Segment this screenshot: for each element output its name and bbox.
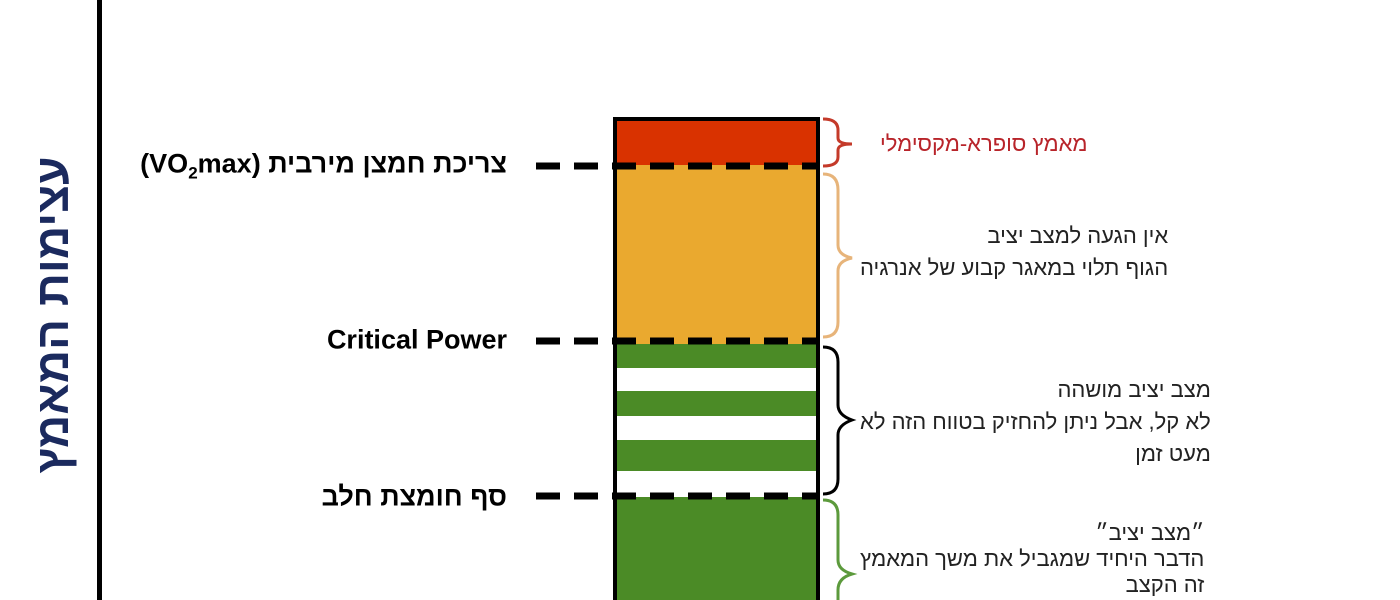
zone-delayed-steady-state: [617, 344, 816, 499]
description-line: זה הקצב: [1125, 572, 1205, 597]
brace-no-steady-state: [822, 172, 853, 339]
brace-steady-state: [822, 498, 858, 600]
zone-description-delayed-steady-state: מצב יציב מושהה לא קל, אבל ניתן להחזיק בט…: [860, 374, 1211, 470]
vo2max-label: צריכת חמצן מירבית (VO2max): [140, 148, 507, 183]
vo2max-label-end: max): [140, 148, 252, 179]
description-line: מאמץ סופרא-מקסימלי: [880, 131, 1088, 156]
zone-steady-state: [617, 499, 816, 600]
brace-delayed-steady-state: [822, 345, 857, 496]
stripe: [617, 368, 816, 391]
y-axis-line: [97, 0, 102, 600]
zone-description-steady-state: ״מצב יציב״ הדבר היחיד שמגביל את משך המאמ…: [860, 520, 1204, 598]
description-line: מעט זמן: [1135, 441, 1211, 466]
description-line: ״מצב יציב״: [1095, 520, 1205, 545]
vo2max-label-main: צריכת חמצן מירבית (VO: [149, 148, 507, 179]
zone-supramaximal: [617, 121, 816, 165]
description-line: הדבר היחיד שמגביל את משך המאמץ: [860, 546, 1205, 571]
intensity-bar: [613, 117, 820, 600]
zone-description-supramaximal: מאמץ סופרא-מקסימלי: [880, 128, 1088, 160]
vo2max-label-subscript: 2: [188, 163, 198, 183]
zone-no-steady-state: [617, 165, 816, 344]
brace-supramaximal: [822, 117, 853, 168]
stripe: [617, 416, 816, 440]
description-line: לא קל, אבל ניתן להחזיק בטווח הזה לא: [860, 409, 1211, 434]
zone-description-no-steady-state: אין הגעה למצב יציב הגוף תלוי במאגר קבוע …: [860, 220, 1168, 284]
lactate-threshold-label: סף חומצת חלב: [321, 481, 507, 512]
description-line: מצב יציב מושהה: [1057, 377, 1211, 402]
critical-power-label: Critical Power: [326, 324, 507, 355]
description-line: אין הגעה למצב יציב: [987, 223, 1169, 248]
description-line: הגוף תלוי במאגר קבוע של אנרגיה: [860, 255, 1169, 280]
